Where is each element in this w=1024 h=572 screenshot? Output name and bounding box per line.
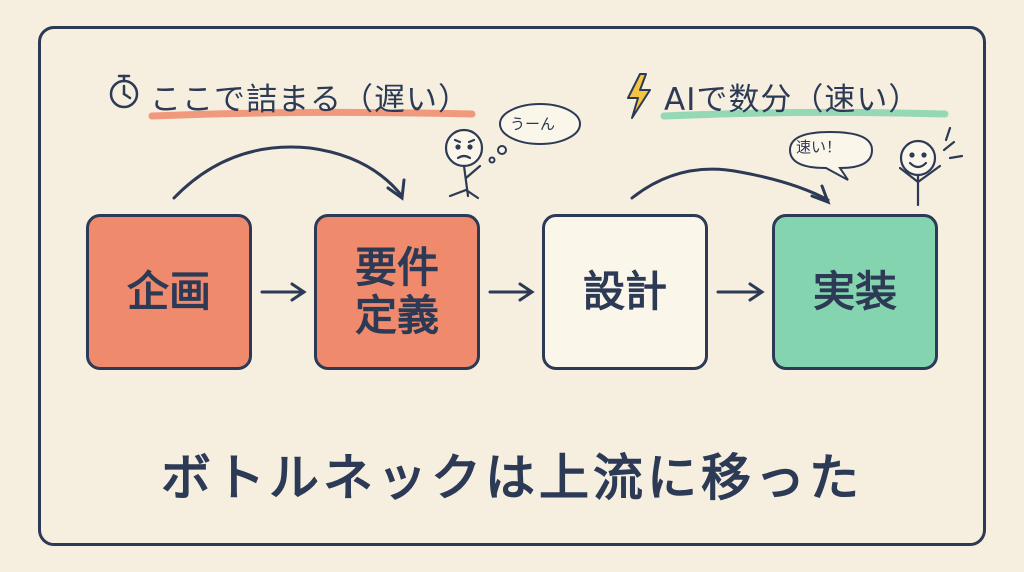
step-planning-label: 企画 (126, 266, 211, 316)
thought-bubble (488, 103, 581, 164)
step-implementation-label: 実装 (812, 266, 897, 316)
step-requirements-label-line2: 定義 (354, 291, 439, 340)
step-design-box: 設計 (542, 214, 708, 370)
diagram-frame (38, 26, 986, 546)
speech-bubble-text: 速い！ (796, 138, 842, 156)
step-implementation-box: 実装 (772, 214, 938, 370)
fast-caption-underline (660, 108, 949, 120)
conclusion-text: ボトルネックは上流に移った (161, 449, 863, 507)
arrow-1 (260, 282, 307, 302)
slow-caption-underline (148, 108, 476, 120)
arrow-3 (716, 282, 765, 302)
slow-curve-arrow (172, 145, 406, 201)
fast-caption: AIで数分（速い） (664, 82, 921, 118)
worried-person-icon (444, 128, 484, 200)
lightning-icon (627, 73, 651, 119)
thought-bubble-text: うーん (510, 115, 556, 133)
step-requirements-label-line1: 要件 (354, 242, 439, 292)
step-planning-box: 企画 (86, 214, 252, 370)
slow-caption: ここで詰まる（遅い） (150, 82, 470, 118)
arrow-2 (488, 282, 535, 302)
fast-curve-arrow (630, 167, 831, 205)
stopwatch-icon (109, 74, 139, 109)
step-design-label: 設計 (582, 266, 667, 316)
step-requirements-box: 要件 定義 (314, 214, 480, 370)
speech-bubble (788, 130, 874, 181)
happy-person-icon (898, 126, 964, 207)
